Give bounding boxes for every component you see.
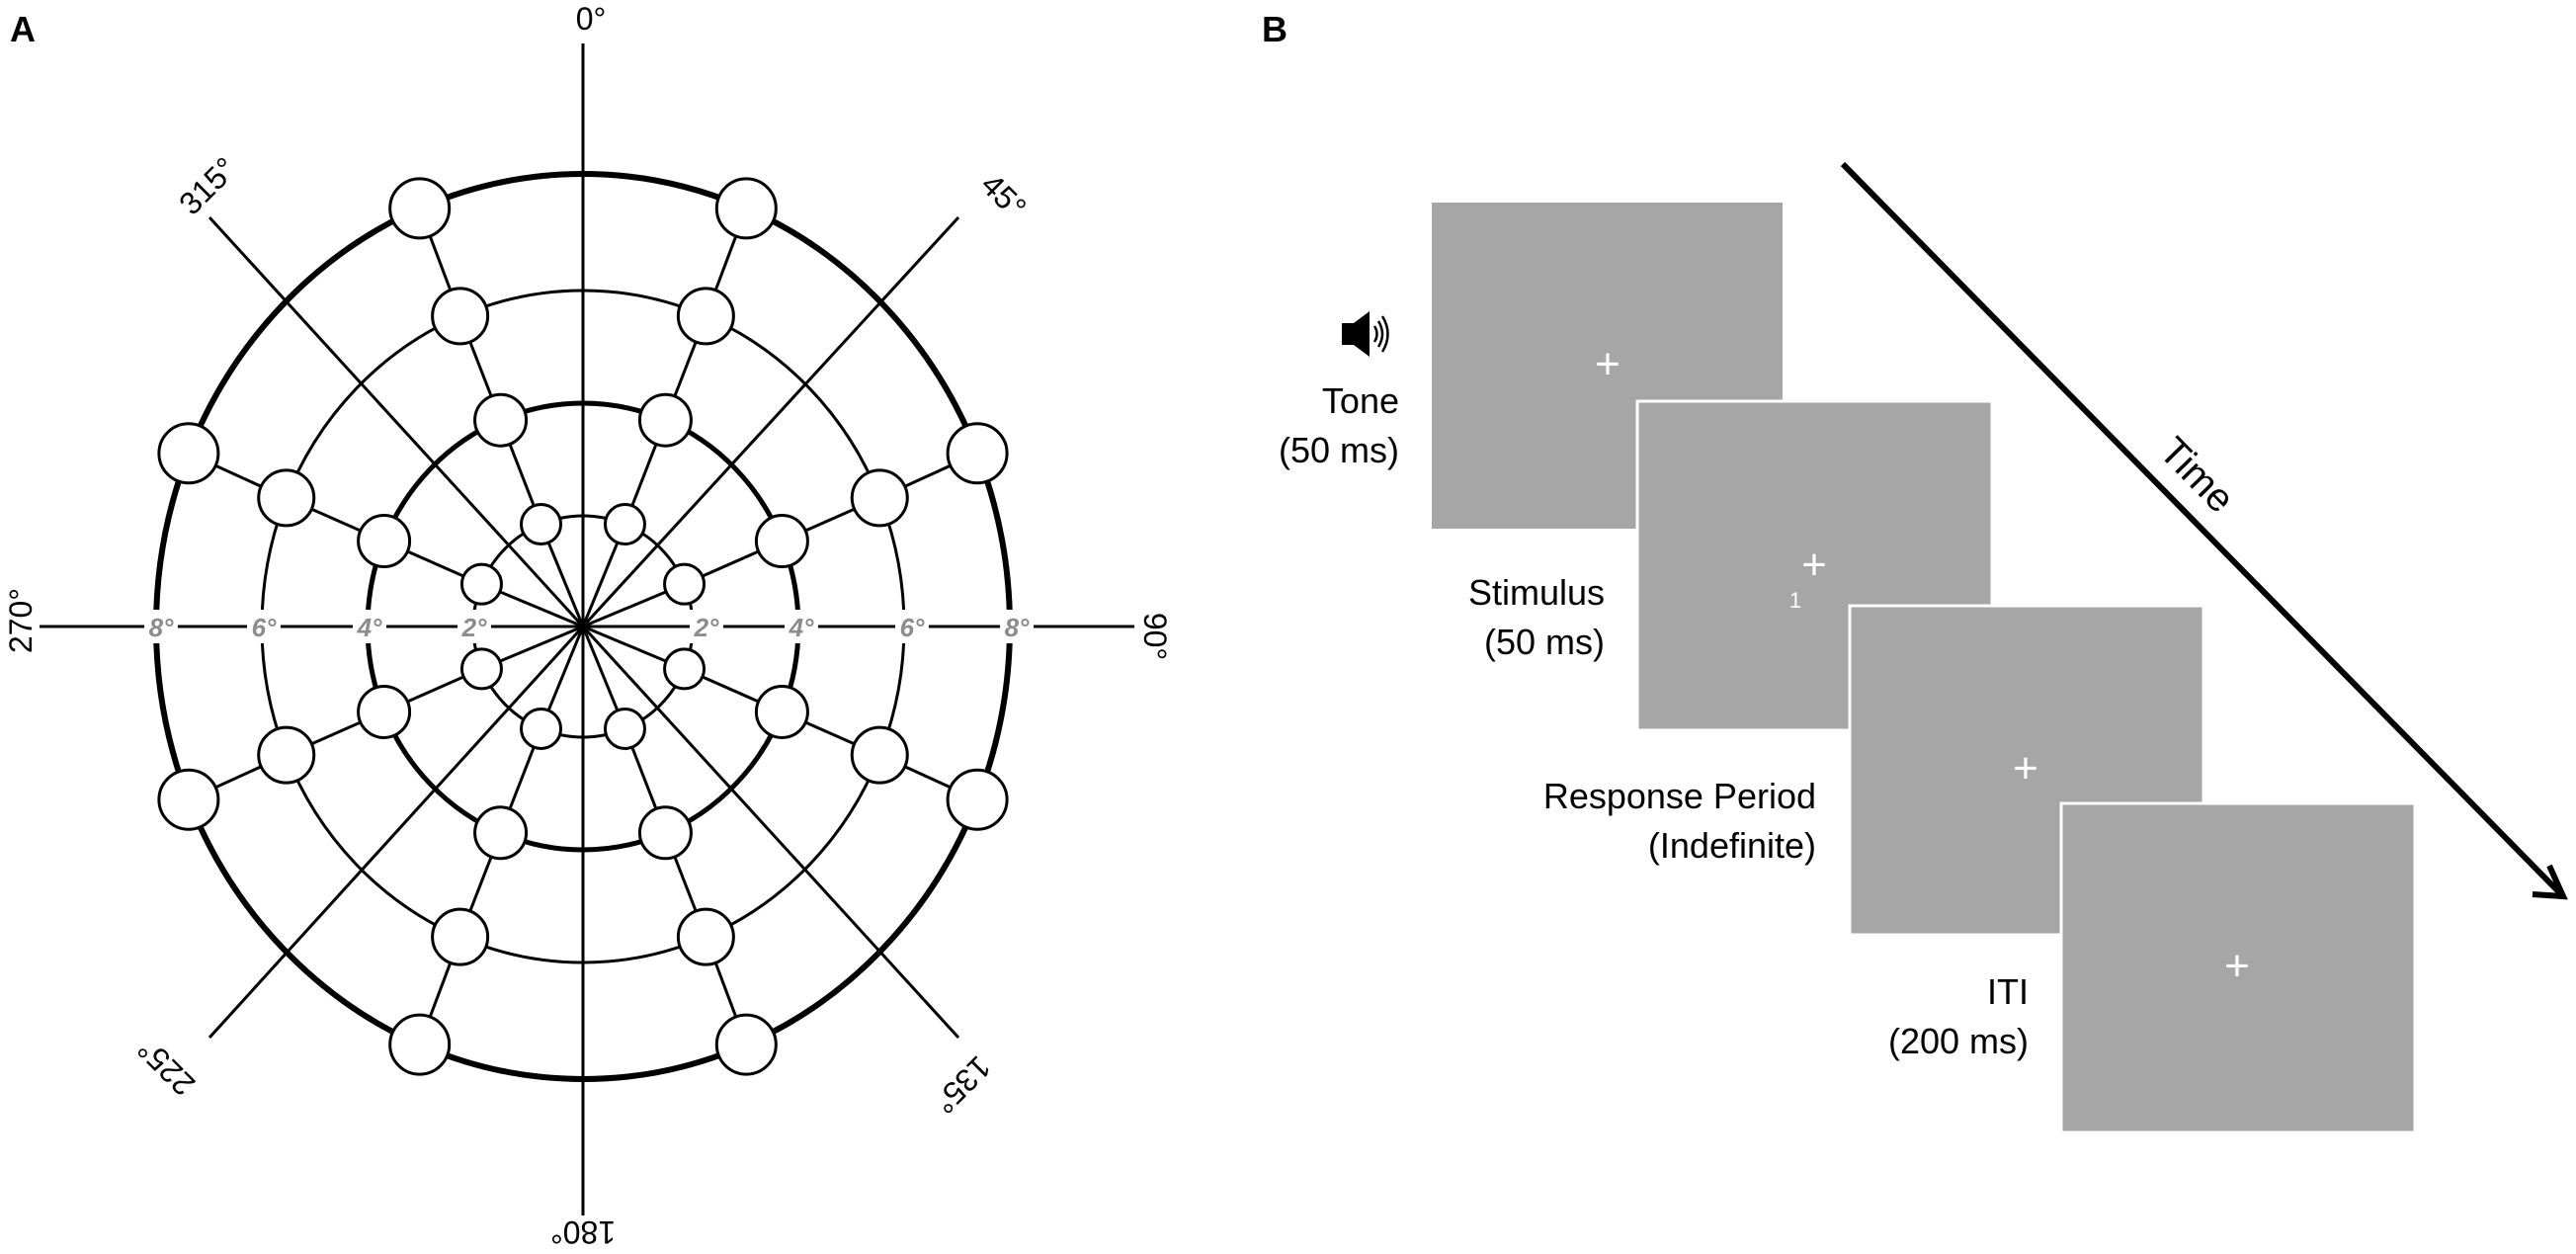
- step-duration-tone: (50 ms): [1279, 430, 1399, 470]
- stimulus-position: [388, 1013, 452, 1076]
- ecc-label-right-8: 8°: [1005, 613, 1030, 642]
- ecc-label-right-6: 6°: [900, 613, 925, 642]
- ecc-label-left-4: 4°: [357, 613, 382, 642]
- panel-b: B Time + + 1 + +: [1262, 9, 2568, 1134]
- stimulus-position: [850, 468, 909, 528]
- stimulus-position: [663, 562, 706, 606]
- ecc-label-right-2: 2°: [694, 613, 719, 642]
- fixation-cross: +: [2013, 744, 2038, 793]
- stimulus-position: [663, 647, 706, 691]
- stimulus-position: [257, 468, 316, 528]
- step-name-stimulus: Stimulus: [1468, 572, 1605, 613]
- time-arrow: [1840, 161, 2568, 900]
- angle-label-0: 0°: [576, 1, 607, 37]
- diagonal-135: [581, 625, 960, 1040]
- stimulus-position: [459, 647, 503, 691]
- stimulus-position: [637, 805, 693, 861]
- step-name-iti: ITI: [1987, 971, 2029, 1012]
- stimulus-position: [520, 503, 563, 546]
- eccentricity-labels: 8° 6° 4° 2° 2° 4° 6° 8°: [144, 610, 1034, 643]
- step-name-tone: Tone: [1322, 380, 1399, 421]
- panel-a: A 8°: [3, 1, 1173, 1250]
- stimulus-position: [946, 768, 1009, 831]
- fixation-cross: +: [1801, 541, 1827, 589]
- stimulus-position: [603, 707, 646, 750]
- ecc-label-left-2: 2°: [461, 613, 487, 642]
- stimulus-position: [357, 684, 412, 739]
- stimulus-position: [388, 177, 452, 240]
- fixation-cross: +: [1595, 340, 1620, 388]
- stimulus-position: [157, 768, 220, 831]
- angle-label-225: 225°: [130, 1032, 202, 1103]
- stimulus-position: [850, 725, 909, 785]
- stimulus-position: [520, 707, 563, 750]
- angle-label-270: 270°: [3, 588, 39, 653]
- stimulus-position: [257, 725, 316, 785]
- stimulus-position: [754, 514, 809, 569]
- stimulus-position: [714, 177, 778, 240]
- stimulus-position: [603, 503, 646, 546]
- step-name-response: Response Period: [1543, 776, 1816, 816]
- panel-b-letter: B: [1262, 9, 1288, 49]
- ecc-label-left-8: 8°: [149, 613, 174, 642]
- diagonal-225: [208, 625, 585, 1040]
- angle-label-180: 180°: [550, 1214, 616, 1250]
- step-duration-response: (Indefinite): [1648, 825, 1816, 866]
- ecc-label-left-6: 6°: [252, 613, 277, 642]
- diagonal-315: [208, 215, 585, 628]
- angle-label-315: 315°: [172, 150, 243, 221]
- stimulus-position: [431, 287, 490, 346]
- speaker-icon: [1342, 311, 1389, 357]
- angle-label-90: 90°: [1137, 613, 1173, 660]
- stimulus-position: [754, 684, 809, 739]
- stimulus-position: [946, 422, 1009, 485]
- stimulus-positions: [157, 177, 1009, 1076]
- stimulus-position: [459, 562, 503, 606]
- step-duration-iti: (200 ms): [1888, 1021, 2029, 1061]
- stimulus-position: [473, 392, 529, 448]
- stimulus-position: [676, 907, 735, 966]
- stimulus-position: [431, 907, 490, 966]
- stimulus-position: [157, 422, 220, 485]
- diagonal-45: [581, 215, 960, 628]
- step-duration-stimulus: (50 ms): [1484, 622, 1605, 662]
- time-label: Time: [2151, 429, 2243, 521]
- panel-a-letter: A: [10, 9, 36, 49]
- fixation-cross: +: [2224, 942, 2250, 990]
- angle-label-135: 135°: [927, 1049, 998, 1121]
- angle-label-45: 45°: [974, 166, 1034, 225]
- screen-iti: +: [2059, 801, 2417, 1134]
- stimulus-digit: 1: [1789, 588, 1801, 613]
- stimulus-position: [357, 514, 412, 569]
- stimulus-position: [714, 1013, 778, 1076]
- stimulus-position: [473, 805, 529, 861]
- stimulus-position: [637, 392, 693, 448]
- stimulus-position: [676, 287, 735, 346]
- ecc-label-right-4: 4°: [789, 613, 814, 642]
